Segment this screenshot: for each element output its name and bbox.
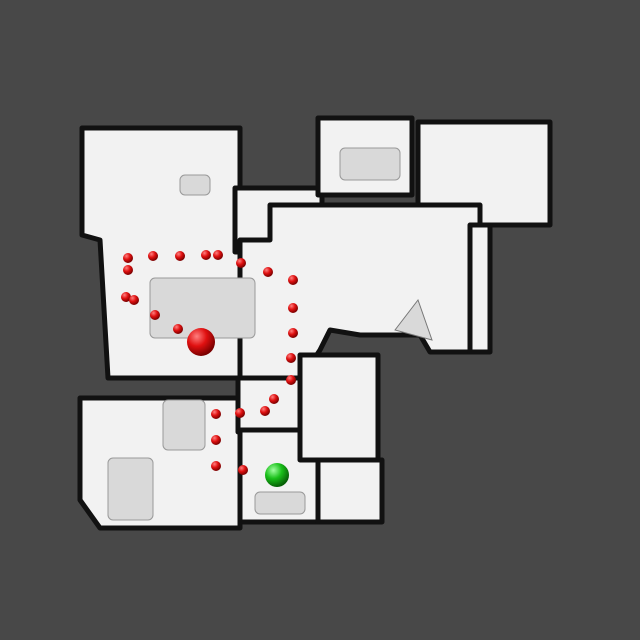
path-waypoint-marker	[173, 324, 183, 334]
path-waypoint-marker	[260, 406, 270, 416]
goal-marker	[187, 328, 215, 356]
path-waypoint-marker	[288, 303, 298, 313]
path-waypoint-marker	[211, 435, 221, 445]
bed	[162, 399, 206, 451]
bathtub	[254, 491, 306, 515]
path-waypoint-marker	[288, 275, 298, 285]
kitchen-counter	[179, 174, 211, 196]
path-waypoint-marker	[121, 292, 131, 302]
path-markers	[121, 250, 298, 487]
furniture	[107, 147, 433, 521]
path-waypoint-marker	[286, 353, 296, 363]
hall-lower	[235, 375, 305, 435]
path-waypoint-marker	[129, 295, 139, 305]
path-waypoint-marker	[235, 408, 245, 418]
path-waypoint-marker	[263, 267, 273, 277]
path-waypoint-marker	[148, 251, 158, 261]
right-room	[415, 119, 553, 228]
bed-2	[107, 457, 154, 521]
utility-rooms	[297, 352, 381, 463]
small-bath	[315, 457, 385, 525]
path-waypoint-marker	[211, 409, 221, 419]
right-corridor	[467, 222, 493, 355]
path-waypoint-marker	[150, 310, 160, 320]
table	[339, 147, 401, 181]
staircase	[394, 298, 433, 341]
path-waypoint-marker	[211, 461, 221, 471]
path-waypoint-marker	[213, 250, 223, 260]
path-waypoint-marker	[123, 253, 133, 263]
path-waypoint-marker	[175, 251, 185, 261]
path-waypoint-marker	[123, 265, 133, 275]
path-waypoint-marker	[288, 328, 298, 338]
path-waypoint-marker	[286, 375, 296, 385]
path-waypoint-marker	[269, 394, 279, 404]
path-waypoint-marker	[238, 465, 248, 475]
start-marker	[265, 463, 289, 487]
path-waypoint-marker	[201, 250, 211, 260]
path-waypoint-marker	[236, 258, 246, 268]
